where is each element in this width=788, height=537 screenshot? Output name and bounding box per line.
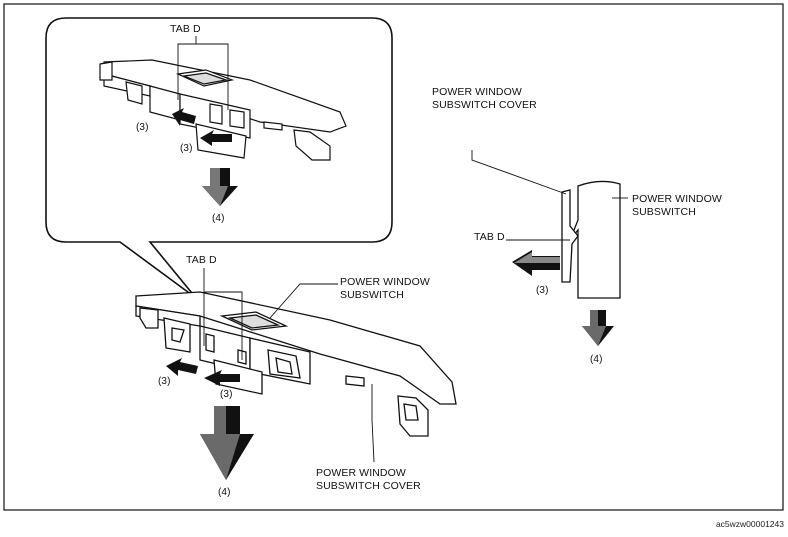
main-step-3-left-label: (3) — [158, 376, 171, 387]
side-arrow-4-down — [582, 310, 614, 346]
inset-tab-d-label: TAB D — [170, 23, 201, 35]
outer-frame — [3, 3, 784, 511]
main-tab-d-label: TAB D — [186, 254, 217, 266]
main-step-4-label: (4) — [218, 487, 231, 498]
main-arrow-4-down — [200, 406, 254, 480]
figure-code: ac5wzw00001243 — [715, 519, 784, 529]
side-cover-label: POWER WINDOW SUBSWITCH COVER — [432, 86, 537, 111]
main-tab-d-leader — [203, 268, 243, 360]
main-cover-leader — [371, 384, 375, 463]
side-step-3-label: (3) — [536, 285, 549, 296]
main-step-3-bottom-label: (3) — [220, 389, 233, 400]
main-cover-label: POWER WINDOW SUBSWITCH COVER — [316, 467, 421, 492]
inset-arrow-3-left — [172, 108, 196, 126]
inset-tab-d-leader — [177, 36, 229, 110]
main-arrow-3-bottom — [204, 370, 240, 386]
inset-arrow-4-down — [202, 168, 238, 206]
side-tab-d-label: TAB D — [474, 231, 505, 243]
side-step-4-label: (4) — [590, 354, 603, 365]
inset-step-3-left-label: (3) — [136, 122, 149, 133]
main-cover-part — [135, 291, 457, 437]
side-arrow-3-left — [512, 250, 560, 276]
inset-arrow-3-bottom — [200, 130, 232, 146]
side-view — [561, 180, 621, 299]
main-arrow-3-left — [166, 358, 198, 376]
side-subswitch-label: POWER WINDOW SUBSWITCH — [632, 193, 722, 218]
inset-step-3-bottom-label: (3) — [180, 143, 193, 154]
inset-callout — [45, 17, 393, 299]
side-cover-leader — [471, 150, 567, 195]
inset-step-4-label: (4) — [212, 213, 225, 224]
main-subswitch-label: POWER WINDOW SUBSWITCH — [340, 276, 430, 301]
main-subswitch-leader — [269, 283, 338, 319]
inset-cover-part — [99, 59, 347, 161]
